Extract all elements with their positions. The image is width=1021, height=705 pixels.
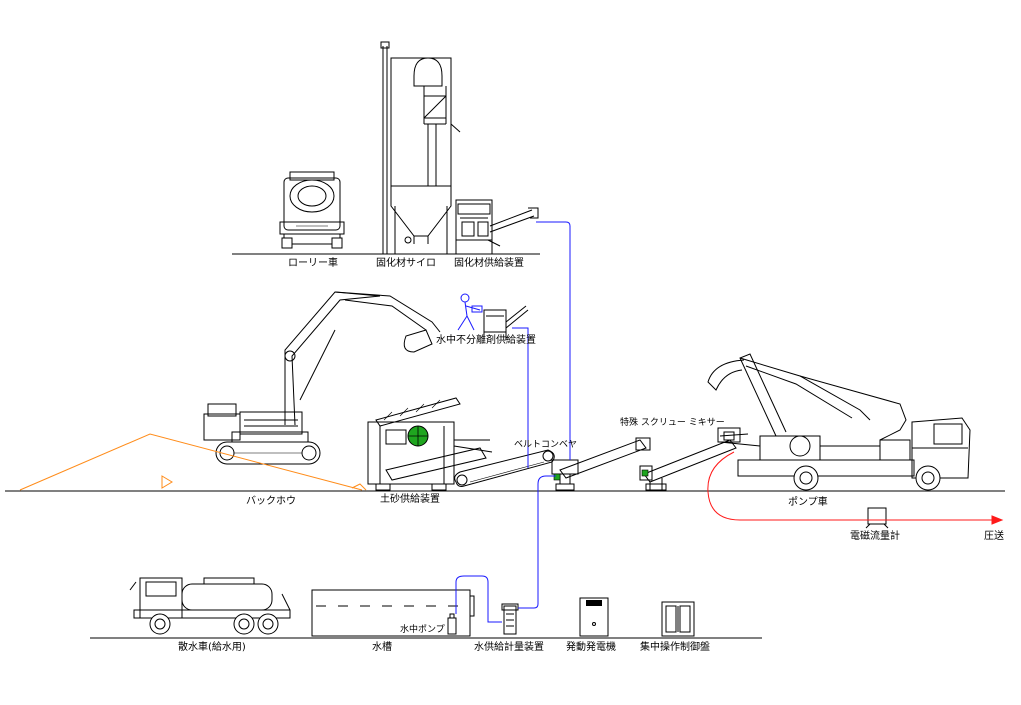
lorry-truck (279, 171, 345, 249)
label-lorry-truck: ローリー車 (288, 256, 338, 269)
belt-conveyor-2 (551, 437, 651, 491)
soil-marker-icon (161, 475, 173, 489)
label-backhoe: バックホウ (246, 495, 296, 507)
sprinkler-truck (129, 577, 291, 635)
label-pressure-feed: 圧送 (984, 529, 1004, 542)
solidifier-silo (380, 41, 461, 254)
water-line-additive (512, 327, 529, 468)
additive-feeder (483, 305, 529, 340)
label-screw-mixer: 特殊 スクリュー ミキサー (620, 416, 725, 428)
screw-mixer (639, 427, 741, 491)
pressure-feed-line (707, 451, 992, 521)
flow-meter (865, 507, 889, 529)
label-generator: 発動発電機 (566, 640, 616, 653)
label-flow-meter: 電磁流量計 (850, 529, 900, 542)
label-control-panel: 集中操作制御盤 (640, 640, 710, 653)
backhoe (203, 291, 441, 465)
submersible-pump (447, 613, 457, 635)
control-panel (661, 601, 695, 637)
arrow-right-icon (991, 515, 1004, 525)
water-line-silo (536, 221, 571, 460)
belt-conveyor-1 (454, 449, 555, 487)
label-water-tank: 水槽 (372, 640, 392, 653)
pump-truck (707, 353, 971, 491)
label-belt-conveyor: ベルトコンベヤ (514, 440, 577, 450)
label-sprinkler-truck: 散水車(給水用) (178, 640, 246, 653)
label-soil-feeder: 土砂供給装置 (380, 492, 440, 505)
label-pump-truck: ポンプ車 (788, 495, 828, 508)
water-tank (311, 589, 475, 637)
label-water-metering: 水供給計量装置 (474, 640, 544, 653)
solidifier-feeder (455, 199, 539, 254)
worker-icon (457, 293, 483, 331)
label-solidifier-feeder: 固化材供給装置 (454, 256, 524, 269)
water-line-metering (518, 475, 556, 609)
water-metering-device (501, 603, 519, 635)
soil-feeder (367, 397, 493, 491)
label-additive-feeder: 水中不分離剤供給装置 (436, 333, 536, 346)
label-silo: 固化材サイロ (376, 256, 436, 269)
label-submersible-pump: 水中ポンプ (400, 623, 445, 635)
soil-pile (19, 433, 363, 491)
generator (579, 597, 609, 637)
water-line-pump (455, 575, 502, 623)
